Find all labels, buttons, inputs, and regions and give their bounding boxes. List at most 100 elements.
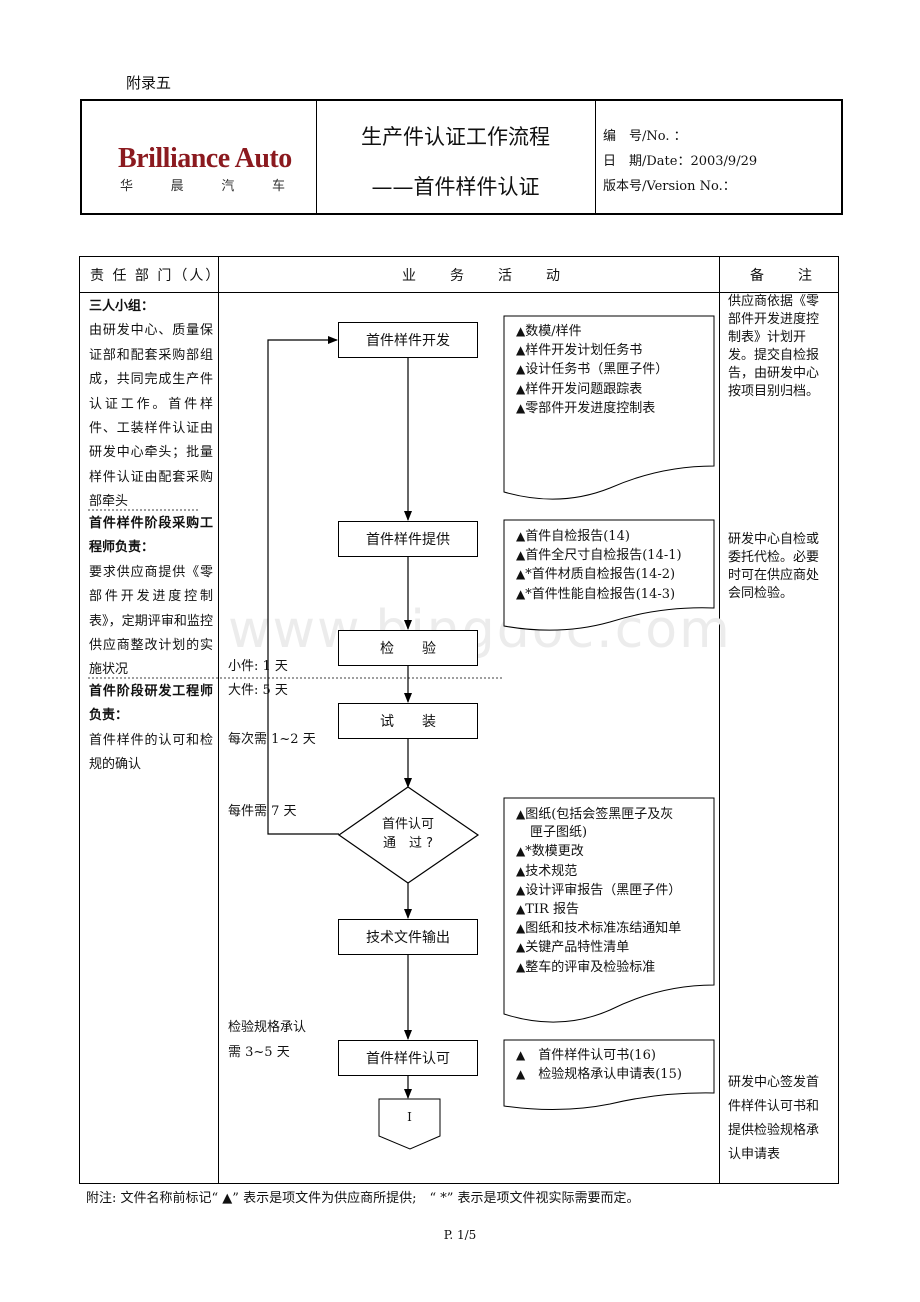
decision-diamond [337, 786, 480, 884]
doc-item: ▲*数模更改 [516, 844, 584, 860]
responsibility-title: 三人小组： [89, 299, 155, 314]
responsibility-body: 首件样件的认可和检规的确认 [89, 732, 213, 773]
doc-list-supply: ▲首件自检报告(14) ▲首件全尺寸自检报告(14-1) ▲*首件材质自检报告(… [516, 527, 682, 604]
header-activity: 业 务 活 动 [402, 268, 562, 284]
logo-char: 晨 [170, 179, 184, 194]
document-shape [503, 797, 715, 1023]
brilliance-auto-logo: Brilliance Auto [118, 143, 292, 174]
header-divider [80, 292, 838, 293]
footer-note: 附注: 文件名称前标记“ ▲” 表示是项文件为供应商所提供; “ *” 表示是项… [86, 1191, 640, 1206]
triangle-icon: ▲ [516, 921, 526, 936]
time-spec-days: 需 3~5 天 [228, 1045, 290, 1060]
triangle-icon: ▲ [516, 529, 526, 543]
appendix-label: 附录五 [126, 74, 172, 92]
time-each-trial: 每次需 1~2 天 [228, 732, 316, 747]
rework-loop-arrow [267, 336, 339, 835]
document-number: 编 号/No. ： [603, 129, 687, 144]
logo-chinese-name: 华 晨 汽 车 [120, 175, 285, 194]
triangle-icon: ▲ [516, 959, 526, 974]
triangle-icon: ▲ [516, 940, 526, 955]
doc-item: ▲技术规范 [516, 863, 578, 879]
responsibility-rd: 首件阶段研发工程师负责： 首件样件的认可和检规的确认 [89, 680, 213, 778]
triangle-icon: ▲ [516, 1048, 526, 1062]
doc-item: ▲*首件性能自检报告(14-3) [516, 586, 676, 602]
process-table: 责 任 部 门（人） 业 务 活 动 备 注 三人小组： 由研发中心、质量保证部… [79, 256, 839, 1184]
document-shape [503, 315, 715, 500]
responsibility-body: 由研发中心、质量保证部和配套采购部组成，共同完成生产件认证工作。首件样件、工装样… [89, 323, 213, 510]
time-each-piece: 每件需 7 天 [228, 804, 297, 819]
document-shape [503, 519, 715, 631]
time-large-part: 大件: 5 天 [228, 683, 288, 698]
responsibility-body: 要求供应商提供《零部件开发进度控制表》，定期评审和监控供应商整改计划的实施状况 [89, 564, 213, 678]
doc-item: ▲首件全尺寸自检报告(14-1) [516, 548, 682, 564]
offpage-connector [378, 1098, 441, 1150]
triangle-icon: ▲ [516, 548, 526, 563]
step-label: 首件样件提供 [366, 532, 450, 548]
doc-item-continued: 匣子图纸) [530, 825, 588, 841]
triangle-icon: ▲ [516, 586, 526, 601]
document-subtitle: ——首件样件认证 [371, 175, 540, 199]
decision-line: 首件认可 [381, 817, 434, 832]
responsibility-title: 首件阶段研发工程师负责： [89, 684, 213, 724]
triangle-icon: ▲ [516, 400, 526, 415]
doc-item: ▲设计评审报告（黑匣子件） [516, 882, 682, 898]
remark-inspection: 研发中心自检或委托代检。必要时可在供应商处会同检验。 [728, 532, 820, 601]
step-label: 技术文件输出 [366, 930, 450, 946]
step-label: 首件样件认可 [366, 1051, 450, 1067]
remark-development: 供应商依据《零部件开发进度控制表》计划开发。提交自检报告，由研发中心按项目别归档… [728, 294, 820, 399]
remark-approval: 研发中心签发首件样件认可书和提供检验规格承认申请表 [728, 1075, 820, 1162]
triangle-icon: ▲ [516, 882, 526, 897]
step-sample-development: 首件样件开发 [338, 322, 478, 358]
doc-item: ▲数模/样件 [516, 324, 582, 339]
step-sample-approval: 首件样件认可 [338, 1040, 478, 1076]
title-cell: 生产件认证工作流程 ——首件样件认证 [316, 101, 596, 213]
logo-char: 华 [120, 179, 134, 194]
document-version: 版本号/Version No.： [603, 179, 736, 194]
responsibility-purchasing: 首件样件阶段采购工程师负责： 要求供应商提供《零部件开发进度控制表》，定期评审和… [89, 512, 213, 683]
logo-char: 汽 [221, 179, 235, 194]
doc-list-technical: ▲图纸(包括会签黑匣子及灰 匣子图纸) ▲*数模更改 ▲技术规范 ▲设计评审报告… [516, 805, 681, 977]
doc-item: ▲样件开发计划任务书 [516, 343, 643, 359]
doc-item: ▲整车的评审及检验标准 [516, 959, 656, 975]
triangle-icon: ▲ [516, 902, 526, 917]
time-spec-approval: 检验规格承认 [228, 1020, 307, 1035]
triangle-icon: ▲ [516, 381, 526, 396]
doc-item: ▲*首件材质自检报告(14-2) [516, 567, 676, 583]
document-title: 生产件认证工作流程 [361, 125, 550, 149]
column-divider [218, 257, 219, 1183]
triangle-icon: ▲ [516, 1067, 526, 1082]
doc-item: ▲首件自检报告(14) [516, 529, 630, 544]
column-divider [719, 257, 720, 1183]
doc-list-approval: ▲ 首件样件认可书(16) ▲ 检验规格承认申请表(15) [516, 1046, 682, 1084]
doc-item: ▲零部件开发进度控制表 [516, 400, 656, 416]
triangle-icon: ▲ [516, 807, 526, 821]
header-dept: 责 任 部 门（人） [90, 268, 222, 284]
header-remark: 备 注 [750, 268, 814, 284]
doc-item: ▲TIR 报告 [516, 902, 579, 918]
responsibility-title: 首件样件阶段采购工程师负责： [89, 516, 213, 556]
step-technical-output: 技术文件输出 [338, 919, 478, 955]
triangle-icon: ▲ [516, 567, 526, 582]
step-label: 首件样件开发 [366, 333, 450, 349]
time-small-part: 小件: 1 天 [228, 659, 288, 674]
triangle-icon: ▲ [516, 362, 526, 377]
logo-char: 车 [271, 179, 285, 194]
doc-item: ▲ 首件样件认可书(16) [516, 1048, 656, 1063]
doc-item: ▲图纸(包括会签黑匣子及灰 [516, 807, 674, 822]
logo-cell: Brilliance Auto 华 晨 汽 车 [82, 101, 317, 213]
doc-item: ▲样件开发问题跟踪表 [516, 381, 643, 397]
decision-label: 首件认可 通 过 ? [360, 815, 456, 853]
connector-label: I [407, 1110, 412, 1124]
step-label: 试 装 [380, 714, 436, 730]
step-sample-supply: 首件样件提供 [338, 521, 478, 557]
triangle-icon: ▲ [516, 844, 526, 859]
doc-item: ▲图纸和技术标准冻结通知单 [516, 921, 682, 937]
doc-item: ▲设计任务书（黑匣子件） [516, 362, 669, 378]
triangle-icon: ▲ [516, 324, 526, 338]
doc-item: ▲ 检验规格承认申请表(15) [516, 1067, 682, 1083]
document-header: Brilliance Auto 华 晨 汽 车 生产件认证工作流程 ——首件样件… [80, 99, 843, 215]
triangle-icon: ▲ [516, 863, 526, 878]
document-date: 日 期/Date：2003/9/29 [603, 154, 758, 169]
doc-list-development: ▲数模/样件 ▲样件开发计划任务书 ▲设计任务书（黑匣子件） ▲样件开发问题跟踪… [516, 322, 668, 418]
